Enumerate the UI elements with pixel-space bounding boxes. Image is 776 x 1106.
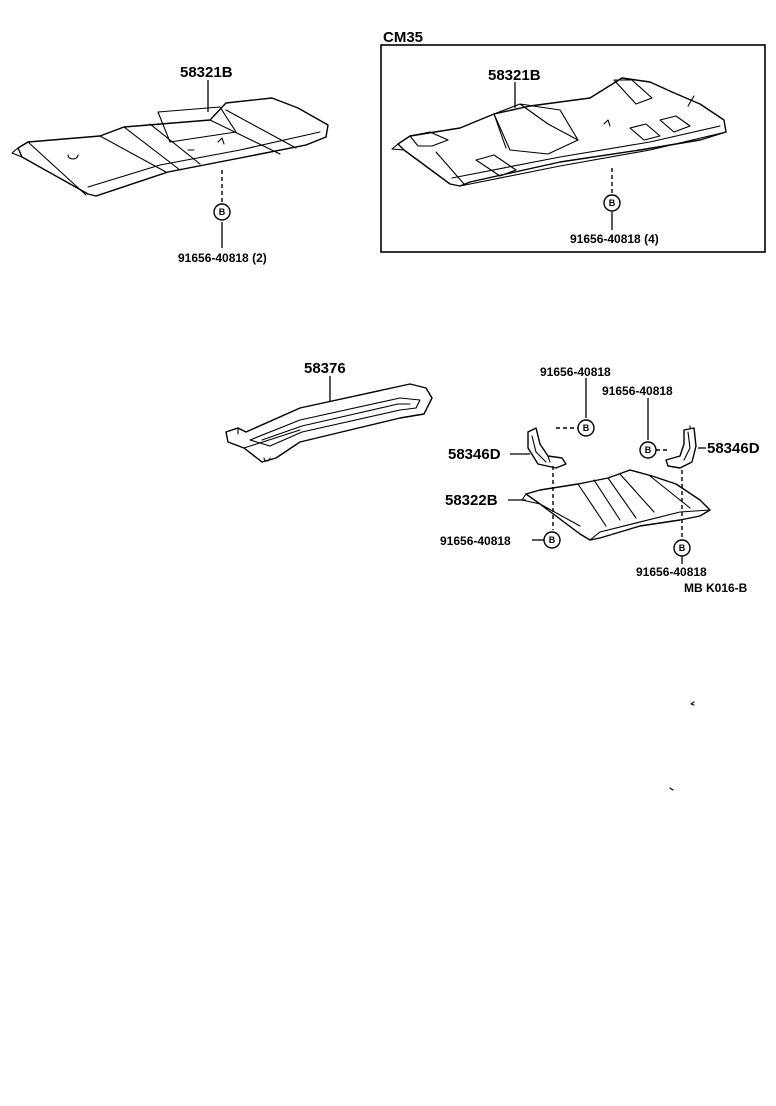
bracket-58346d-right[interactable] — [665, 425, 697, 469]
variant-cm35-box: CM35 B 58321B 91656-40818 (4) — [380, 29, 766, 253]
floor-panel-58321b[interactable] — [11, 97, 329, 197]
bolt-marker-icon[interactable]: B — [543, 531, 561, 549]
guard-strip-assembly: 58376 — [225, 360, 433, 463]
part-number-58346d-right[interactable]: 58346D — [707, 440, 760, 457]
diagram-code: MB K016-B — [684, 581, 748, 595]
bracket-58346d-left[interactable] — [527, 427, 567, 469]
bolt-marker-icon[interactable]: B — [213, 203, 231, 221]
top-left-assembly: B 58321B 91656-40818 (2) — [11, 64, 329, 265]
part-number-bolt-2[interactable]: 91656-40818 (2) — [178, 251, 267, 265]
scan-mark — [669, 787, 674, 791]
variant-code-label: CM35 — [383, 29, 423, 46]
bolt-marker-icon[interactable]: B — [639, 441, 657, 459]
part-number-58321b-cm35[interactable]: 58321B — [488, 67, 541, 84]
part-number-bolt-panel-left[interactable]: 91656-40818 — [440, 534, 511, 548]
part-number-58346d-left[interactable]: 58346D — [448, 446, 501, 463]
svg-text:B: B — [219, 207, 226, 217]
part-number-bolt-bracket-left[interactable]: 91656-40818 — [540, 365, 611, 379]
svg-text:B: B — [645, 445, 652, 455]
part-number-58322b[interactable]: 58322B — [445, 492, 498, 509]
svg-text:B: B — [609, 198, 616, 208]
part-number-58376[interactable]: 58376 — [304, 360, 346, 377]
part-number-bolt-4[interactable]: 91656-40818 (4) — [570, 232, 659, 246]
part-number-bolt-bracket-right[interactable]: 91656-40818 — [602, 384, 673, 398]
part-number-58321b[interactable]: 58321B — [180, 64, 233, 81]
scan-mark — [690, 701, 695, 706]
svg-text:B: B — [679, 543, 686, 553]
svg-text:B: B — [583, 423, 590, 433]
svg-text:B: B — [549, 535, 556, 545]
lower-right-assembly: B B B B 91656-40818 91656-40818 58346D 5… — [440, 365, 760, 595]
bolt-marker-icon[interactable]: B — [603, 194, 621, 212]
floor-panel-58321b-cm35[interactable] — [391, 77, 727, 187]
bolt-marker-icon[interactable]: B — [673, 539, 691, 557]
guard-strip-58376[interactable] — [225, 383, 433, 463]
variant-frame — [380, 44, 766, 253]
bolt-marker-icon[interactable]: B — [577, 419, 595, 437]
part-number-bolt-panel-right[interactable]: 91656-40818 — [636, 565, 707, 579]
